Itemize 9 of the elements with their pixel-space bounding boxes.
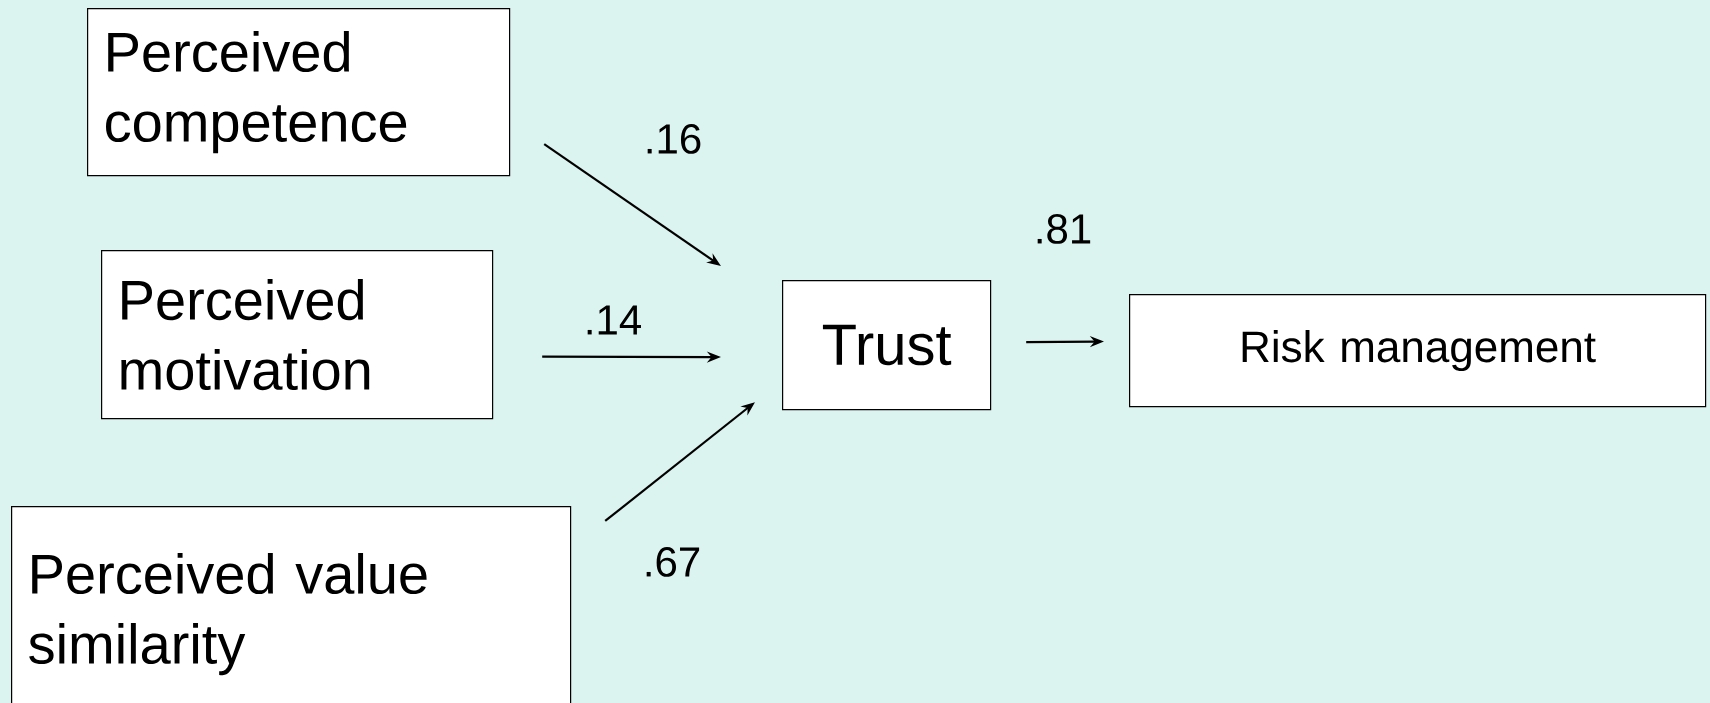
concept-box: Risk management xyxy=(1129,294,1707,408)
concept-box: Perceived value similarity xyxy=(11,506,572,703)
edge-label: .67 xyxy=(640,545,704,579)
concept-box: Perceived motivation xyxy=(101,250,494,420)
concept-box: Perceived competence xyxy=(87,8,511,177)
edge-label: .14 xyxy=(581,303,645,337)
edge-label: .81 xyxy=(1031,212,1095,246)
concept-box: Trust xyxy=(782,280,992,411)
edge-label: .16 xyxy=(641,122,705,156)
